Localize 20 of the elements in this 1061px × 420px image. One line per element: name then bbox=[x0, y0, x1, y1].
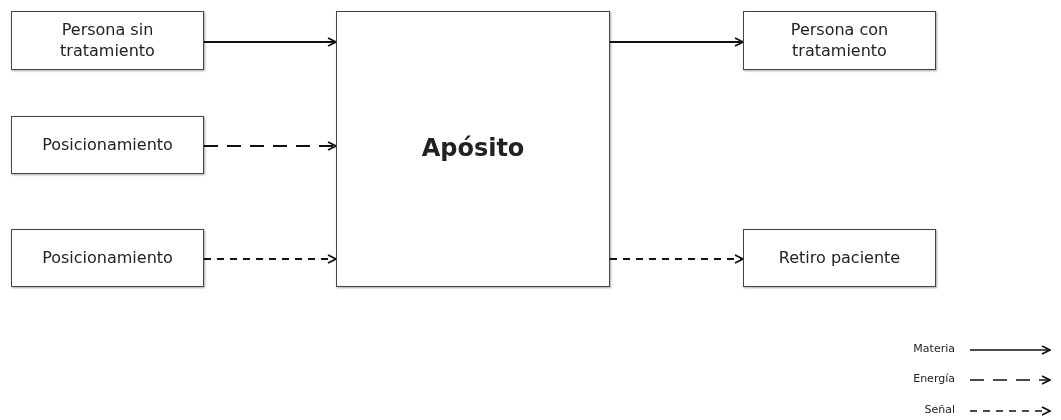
process-box bbox=[11, 229, 204, 287]
process-box bbox=[743, 11, 936, 70]
arrow bbox=[203, 141, 337, 151]
process-box bbox=[11, 11, 204, 70]
node-label: Persona sin tratamiento bbox=[59, 19, 156, 62]
arrow bbox=[609, 37, 744, 47]
node-label: Posicionamiento bbox=[41, 247, 174, 269]
arrow bbox=[203, 37, 337, 47]
arrow bbox=[203, 254, 337, 264]
process-box bbox=[11, 116, 204, 174]
legend-label: Señal bbox=[923, 403, 955, 416]
function-box bbox=[336, 11, 610, 287]
legend-label: Energía bbox=[912, 372, 955, 385]
node-label: Persona con tratamiento bbox=[789, 19, 890, 62]
legend-label: Materia bbox=[912, 342, 955, 355]
process-box bbox=[743, 229, 936, 287]
node-label: Posicionamiento bbox=[41, 134, 174, 156]
arrow bbox=[609, 254, 744, 264]
node-label: Apósito bbox=[420, 133, 526, 165]
node-label: Retiro paciente bbox=[777, 247, 902, 269]
